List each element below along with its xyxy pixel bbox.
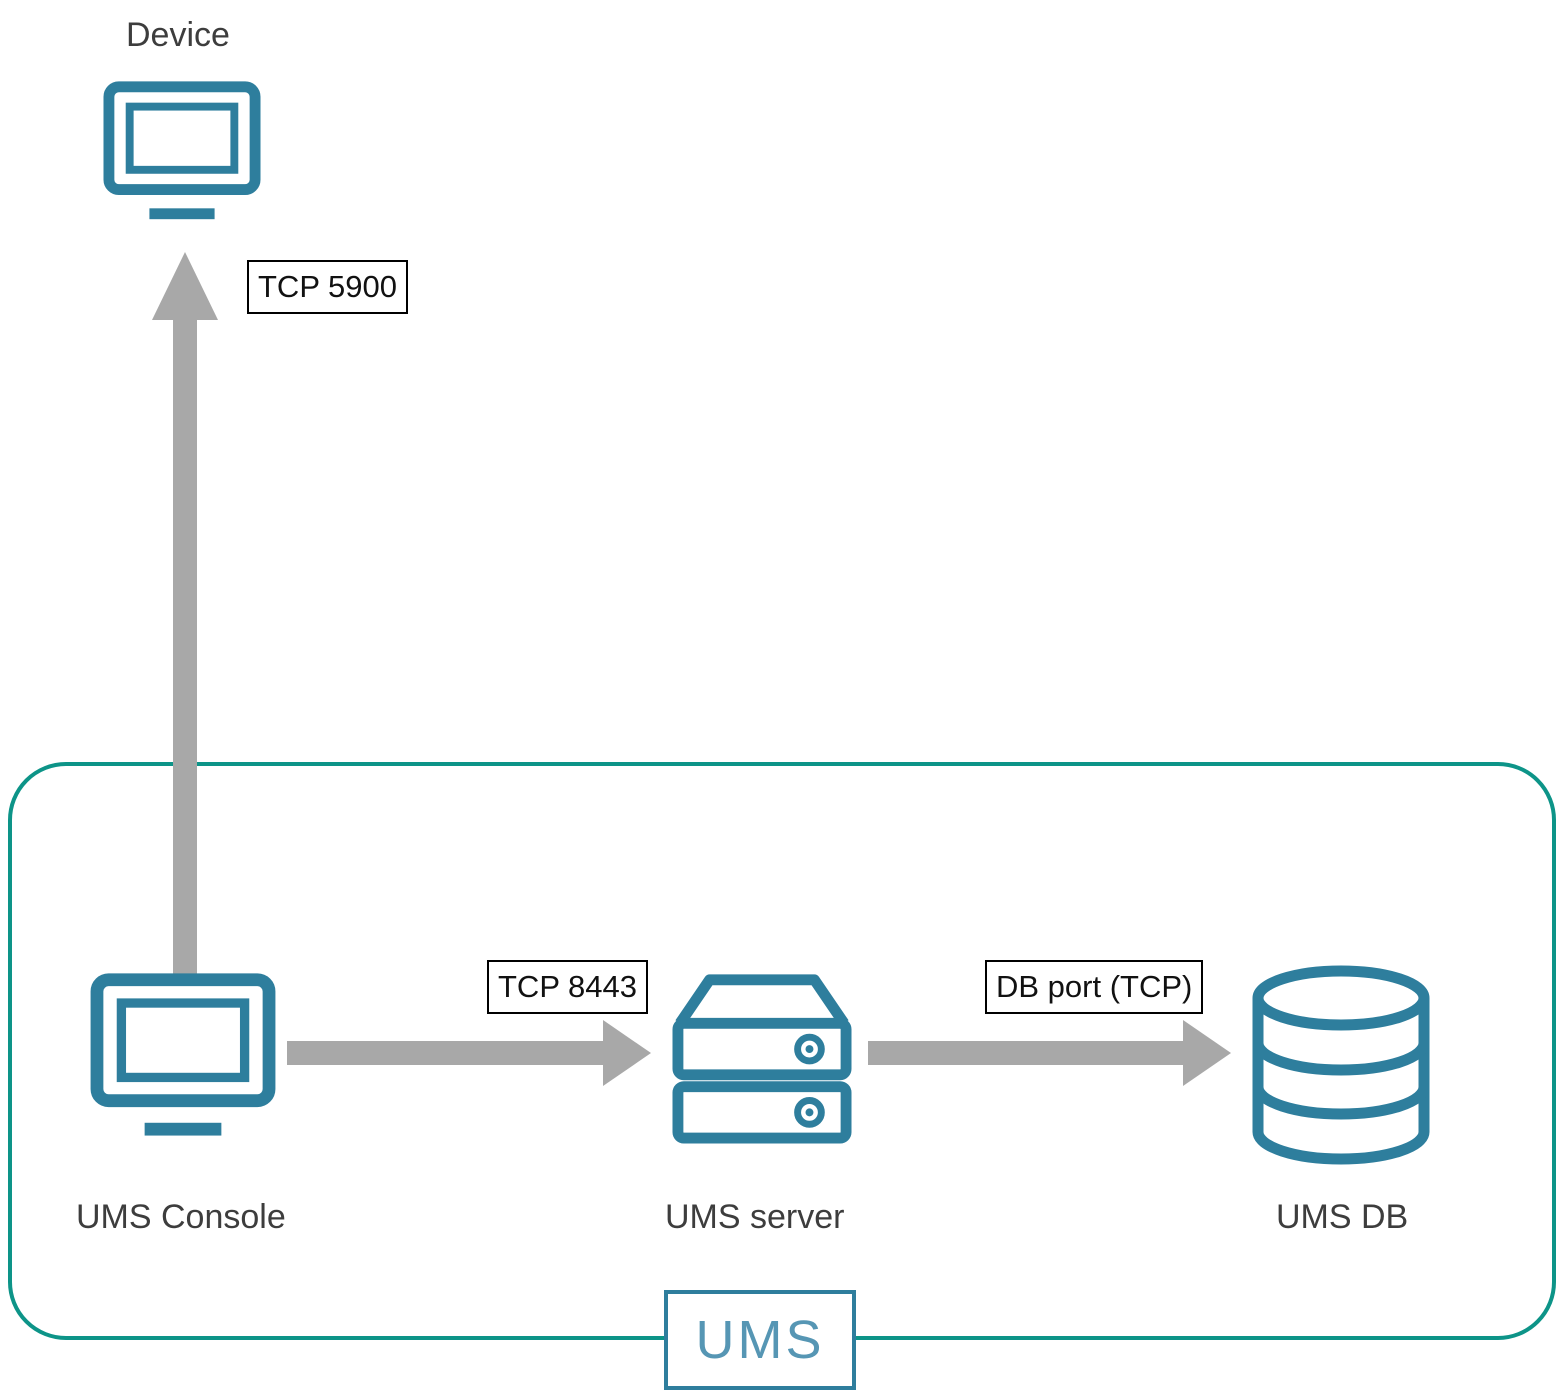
port-label-tcp-5900: TCP 5900	[247, 260, 409, 314]
node-label-ums-console: UMS Console	[76, 1198, 286, 1236]
node-label-ums-server: UMS server	[665, 1198, 845, 1236]
monitor-icon	[103, 80, 261, 230]
server-icon	[668, 966, 856, 1146]
ums-boundary-label: UMS	[664, 1290, 856, 1390]
port-label-tcp-8443: TCP 8443	[487, 960, 649, 1014]
port-label-db-port: DB port (TCP)	[985, 960, 1204, 1014]
node-label-device: Device	[126, 16, 230, 54]
ums-boundary-label-text: UMS	[695, 1310, 825, 1370]
database-icon	[1250, 965, 1432, 1165]
node-label-ums-db: UMS DB	[1276, 1198, 1409, 1236]
monitor-icon	[90, 972, 276, 1148]
